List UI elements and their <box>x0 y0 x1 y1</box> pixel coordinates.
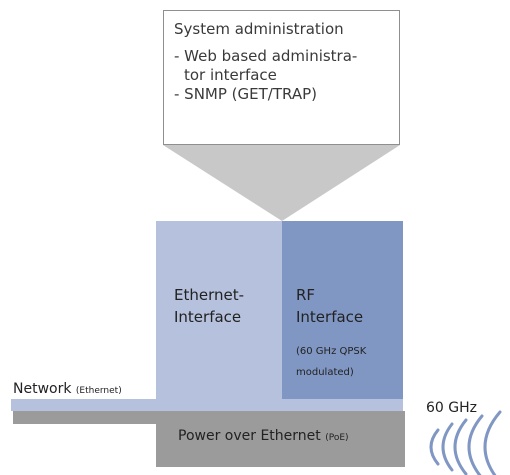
rf-interface-block <box>282 221 403 399</box>
ethernet-label-line1: Ethernet- <box>174 286 245 304</box>
ethernet-interface-block <box>156 221 282 399</box>
power-label-qualifier: (PoE) <box>325 433 349 443</box>
rf-detail-line2: modulated) <box>296 367 354 378</box>
frequency-label: 60 GHz <box>426 400 477 416</box>
radio-wave-arc <box>429 428 440 466</box>
network-label-main: Network <box>13 381 72 397</box>
callout-title: System administration <box>174 20 344 38</box>
radio-wave-arc <box>441 422 454 472</box>
power-block <box>156 424 405 467</box>
radio-wave-arc <box>483 410 502 475</box>
radio-wave-arc <box>467 414 484 475</box>
radio-waves-icon <box>429 410 502 475</box>
callout-list: - Web based administra- tor interface - … <box>174 47 399 104</box>
callout-item: - SNMP (GET/TRAP) <box>174 85 317 103</box>
system-administration-callout: System administration - Web based admini… <box>163 10 400 145</box>
ethernet-interface-label: Ethernet- Interface <box>174 284 244 328</box>
rf-label-line2: Interface <box>296 308 364 326</box>
callout-item: - Web based administra- <box>174 47 358 65</box>
rf-label-line1: RF <box>296 286 316 304</box>
rf-modulation-detail: (60 GHz QPSK modulated) <box>296 341 366 383</box>
network-label: Network (Ethernet) <box>13 381 122 397</box>
power-over-ethernet-label: Power over Ethernet (PoE) <box>178 428 349 444</box>
ethernet-label-line2: Interface <box>174 308 242 326</box>
callout-pointer-shape <box>163 145 400 221</box>
rf-interface-label: RF Interface <box>296 284 363 328</box>
power-bar <box>13 411 405 424</box>
power-label-main: Power over Ethernet <box>178 428 321 444</box>
network-label-qualifier: (Ethernet) <box>75 386 122 396</box>
network-bar <box>11 399 403 411</box>
radio-wave-arc <box>453 418 468 475</box>
callout-item: tor interface <box>184 66 277 84</box>
rf-detail-line1: (60 GHz QPSK <box>296 346 367 357</box>
